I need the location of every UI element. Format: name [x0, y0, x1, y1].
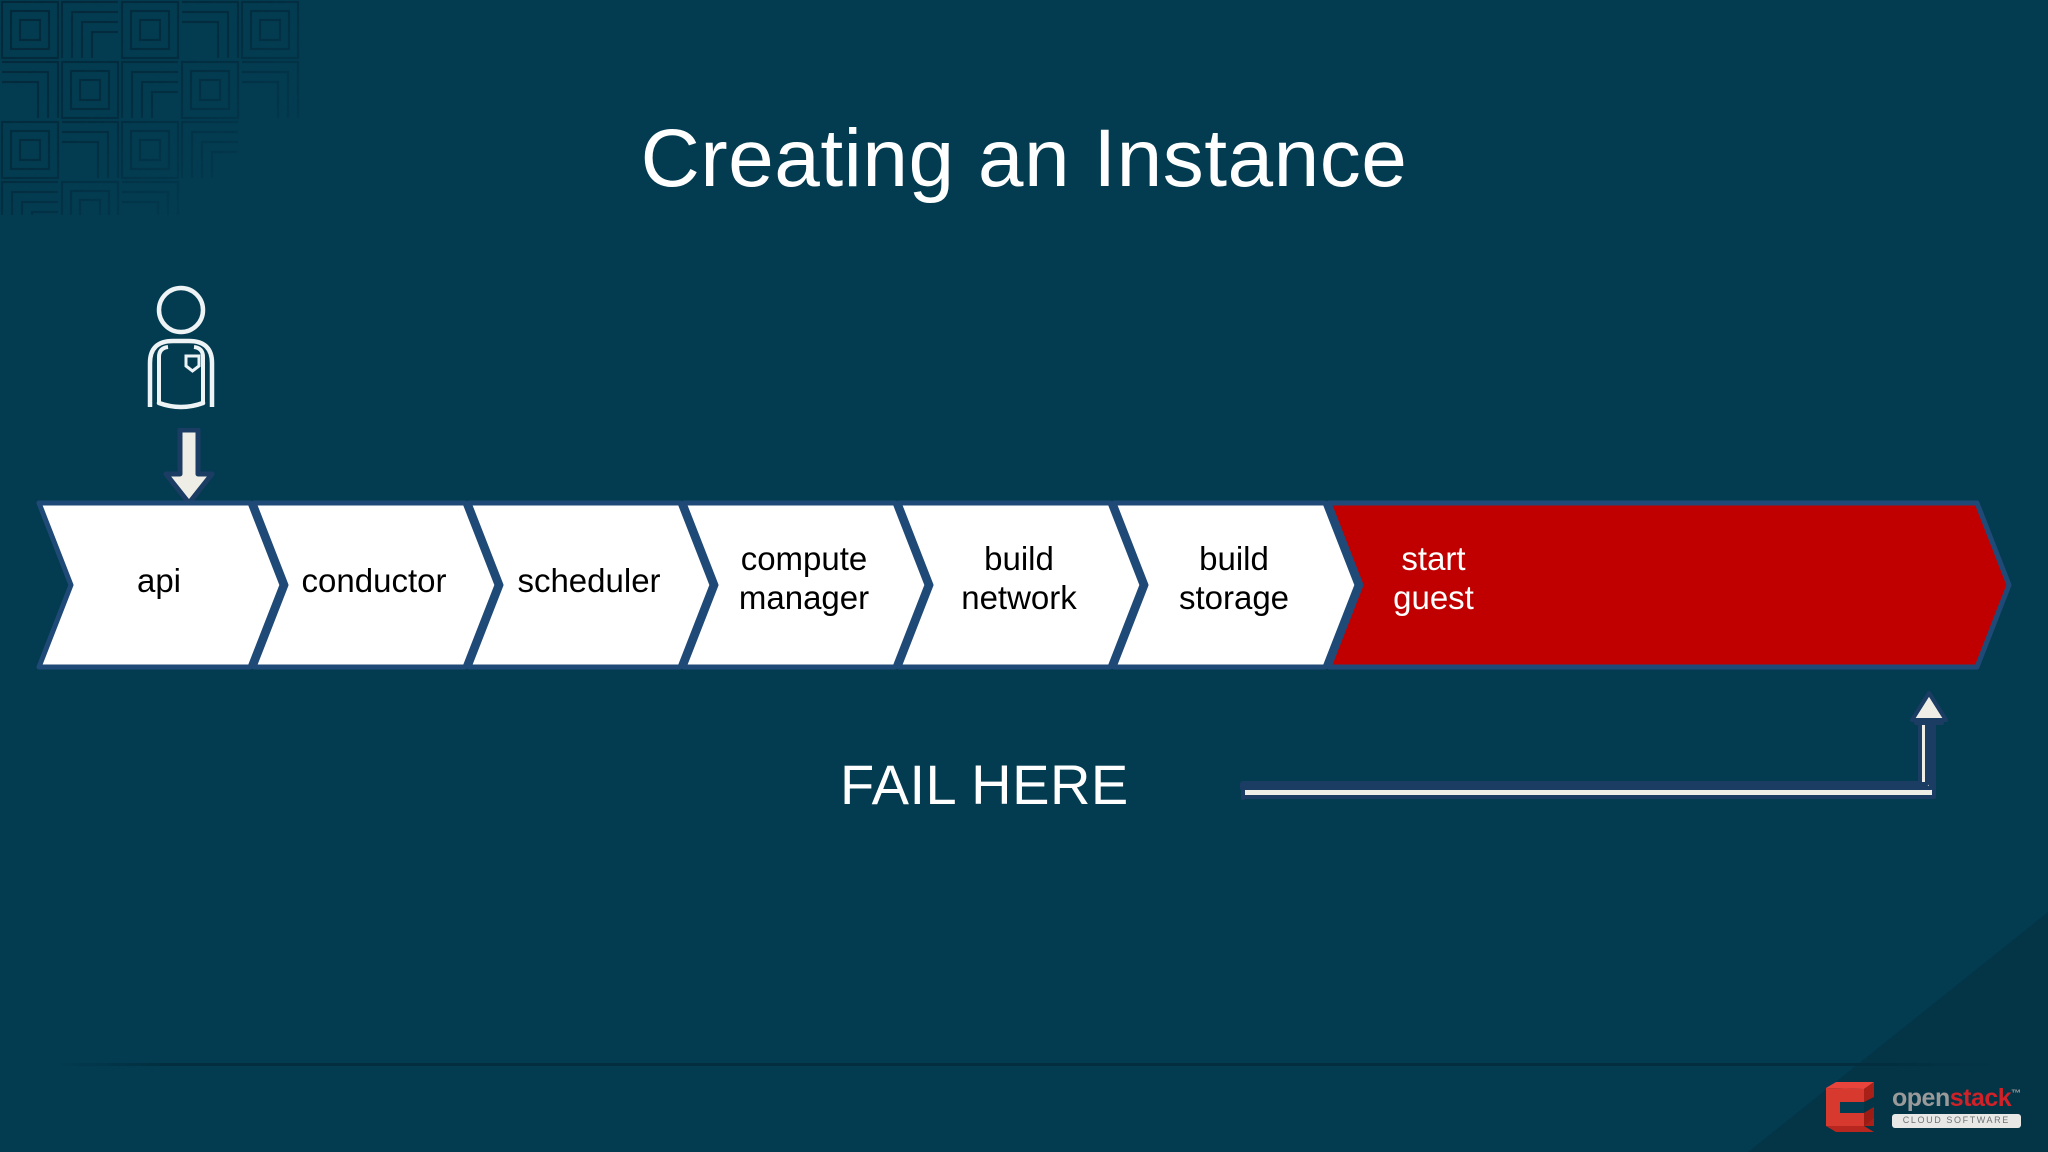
wordmark-trademark: ™: [2011, 1088, 2021, 1100]
chevron-step-api[interactable]: [36, 500, 285, 670]
openstack-cube-icon: [1826, 1082, 1874, 1132]
wordmark-stack: stack: [1949, 1084, 2012, 1112]
chevron-step-build-storage[interactable]: [1111, 500, 1360, 670]
slide-title: Creating an Instance: [640, 113, 1408, 204]
fail-here-label: FAIL HERE: [840, 753, 1129, 816]
arrow-down-icon: [163, 428, 215, 506]
chevron-step-conductor[interactable]: [251, 500, 500, 670]
elbow-arrow-up-icon: [1240, 691, 1948, 800]
wordmark-open: open: [1892, 1084, 1950, 1112]
openstack-tagline: CLOUD SOFTWARE: [1902, 1115, 2010, 1125]
openstack-tagline-bar: CLOUD SOFTWARE: [1892, 1114, 2021, 1128]
chevron-step-start-guest[interactable]: [1326, 500, 2012, 670]
person-icon: [147, 285, 215, 410]
footer-divider: [50, 1063, 1998, 1066]
openstack-wordmark-text: openstack™: [1892, 1086, 2021, 1111]
process-flow-chevrons: [36, 500, 2012, 670]
openstack-wordmark: openstack™ CLOUD SOFTWARE: [1892, 1086, 2021, 1128]
chevron-step-compute-manager[interactable]: [681, 500, 930, 670]
chevron-step-build-network[interactable]: [896, 500, 1145, 670]
chevron-step-scheduler[interactable]: [466, 500, 715, 670]
openstack-logo: openstack™ CLOUD SOFTWARE: [1822, 1076, 2032, 1138]
